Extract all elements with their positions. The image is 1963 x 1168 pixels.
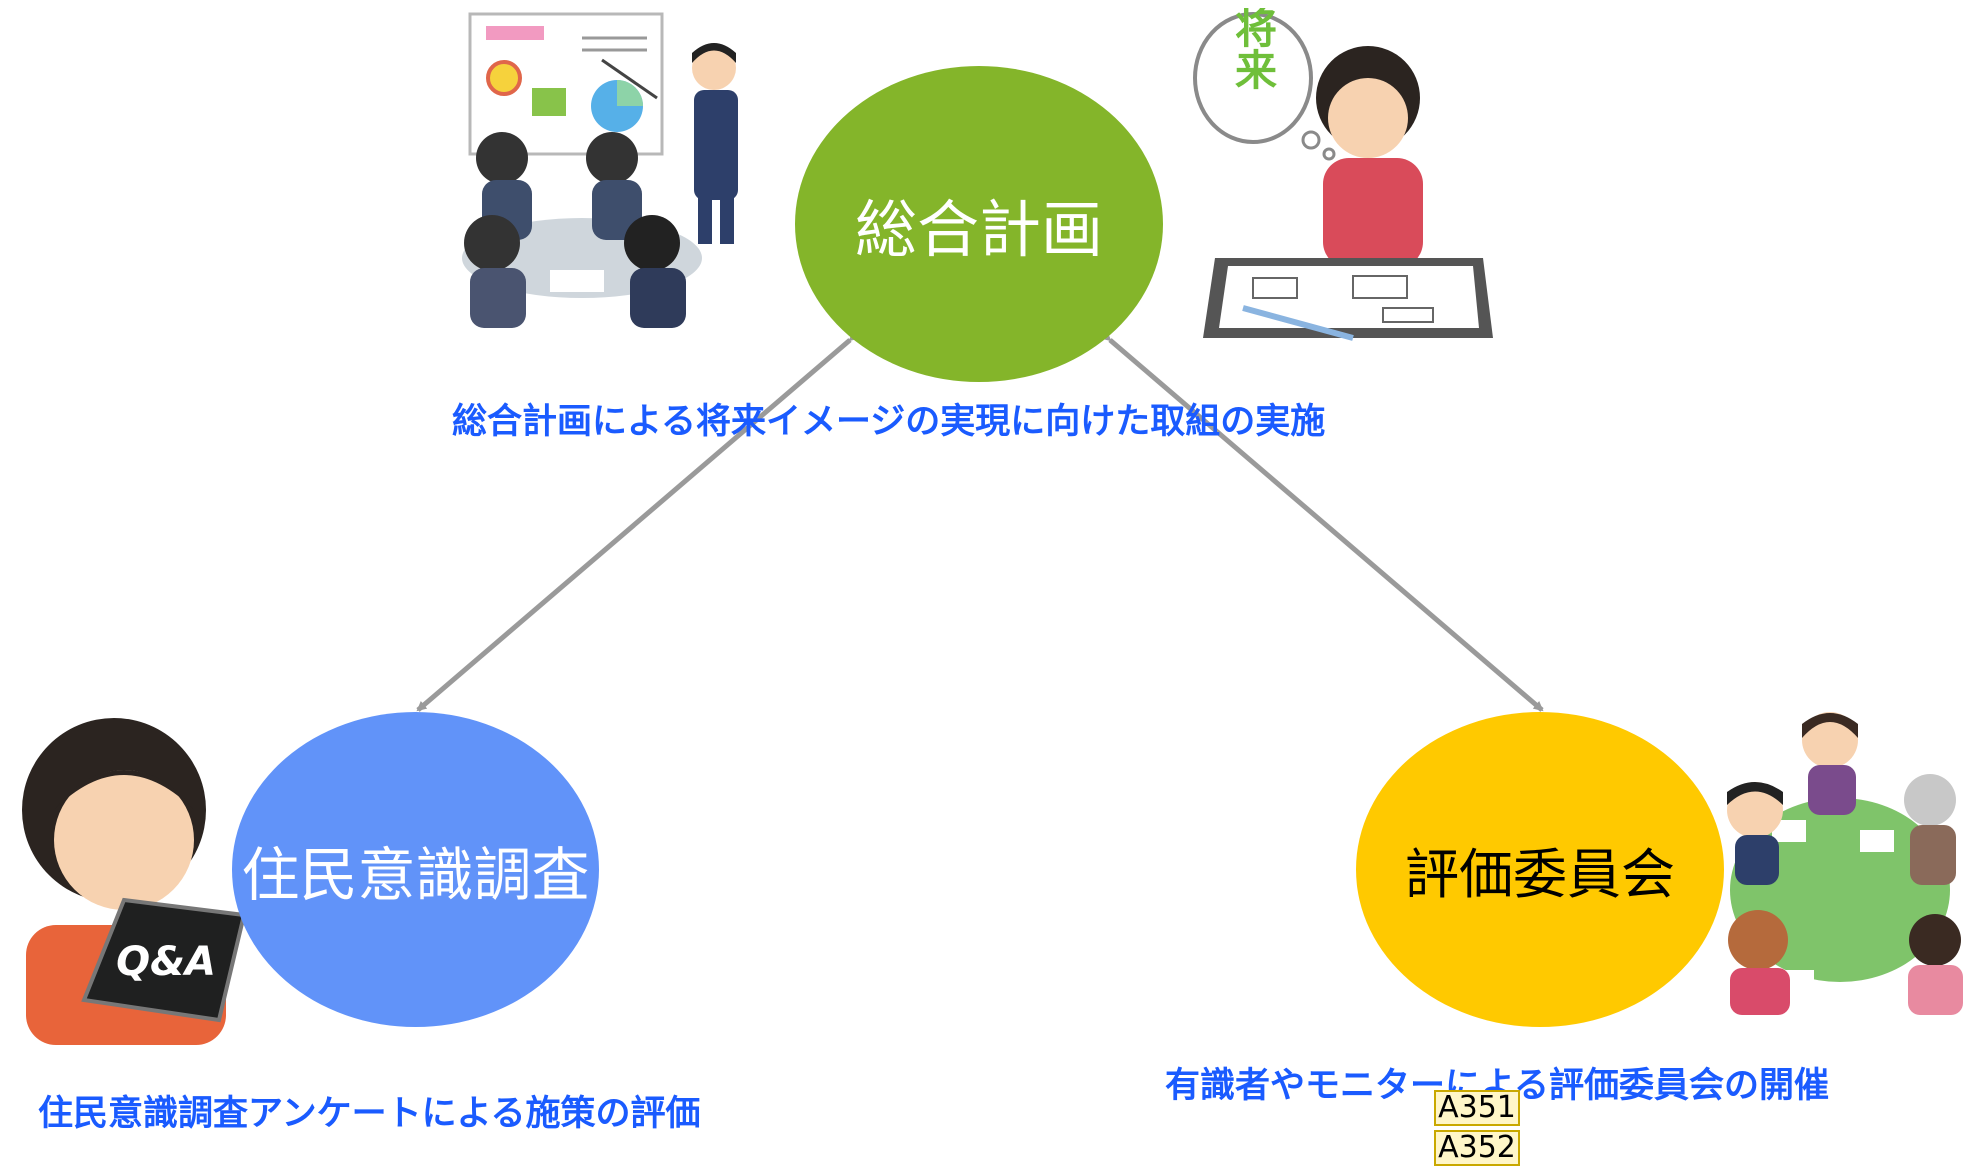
node-plan: 総合計画 [795, 66, 1163, 382]
node-evaluation: 評価委員会 [1356, 712, 1724, 1027]
caption-survey: 住民意識調査アンケートによる施策の評価 [38, 1094, 701, 1134]
caption-plan: 総合計画による将来イメージの実現に向けた取組の実施 [452, 402, 1326, 442]
annotation-tag: A352 [1434, 1130, 1520, 1166]
node-survey-label: 住民意識調査 [241, 840, 590, 909]
node-plan-label: 総合計画 [854, 193, 1103, 266]
qa-board-text: Q&A [116, 939, 216, 985]
woman-planning-future-illustration: 将来 [1193, 8, 1493, 341]
node-evaluation-label: 評価委員会 [1405, 843, 1675, 906]
committee-meeting-illustration [1727, 712, 1963, 1015]
arrow-plan-survey [416, 330, 860, 712]
meeting-presentation-illustration [462, 12, 738, 328]
thought-bubble-text: 将来 [1229, 8, 1278, 90]
arrow-plan-evaluation [1100, 330, 1544, 712]
node-survey: 住民意識調査 [232, 712, 599, 1027]
annotation-tag: A351 [1434, 1090, 1520, 1126]
woman-questionnaire-illustration: Q&A [22, 718, 247, 1045]
